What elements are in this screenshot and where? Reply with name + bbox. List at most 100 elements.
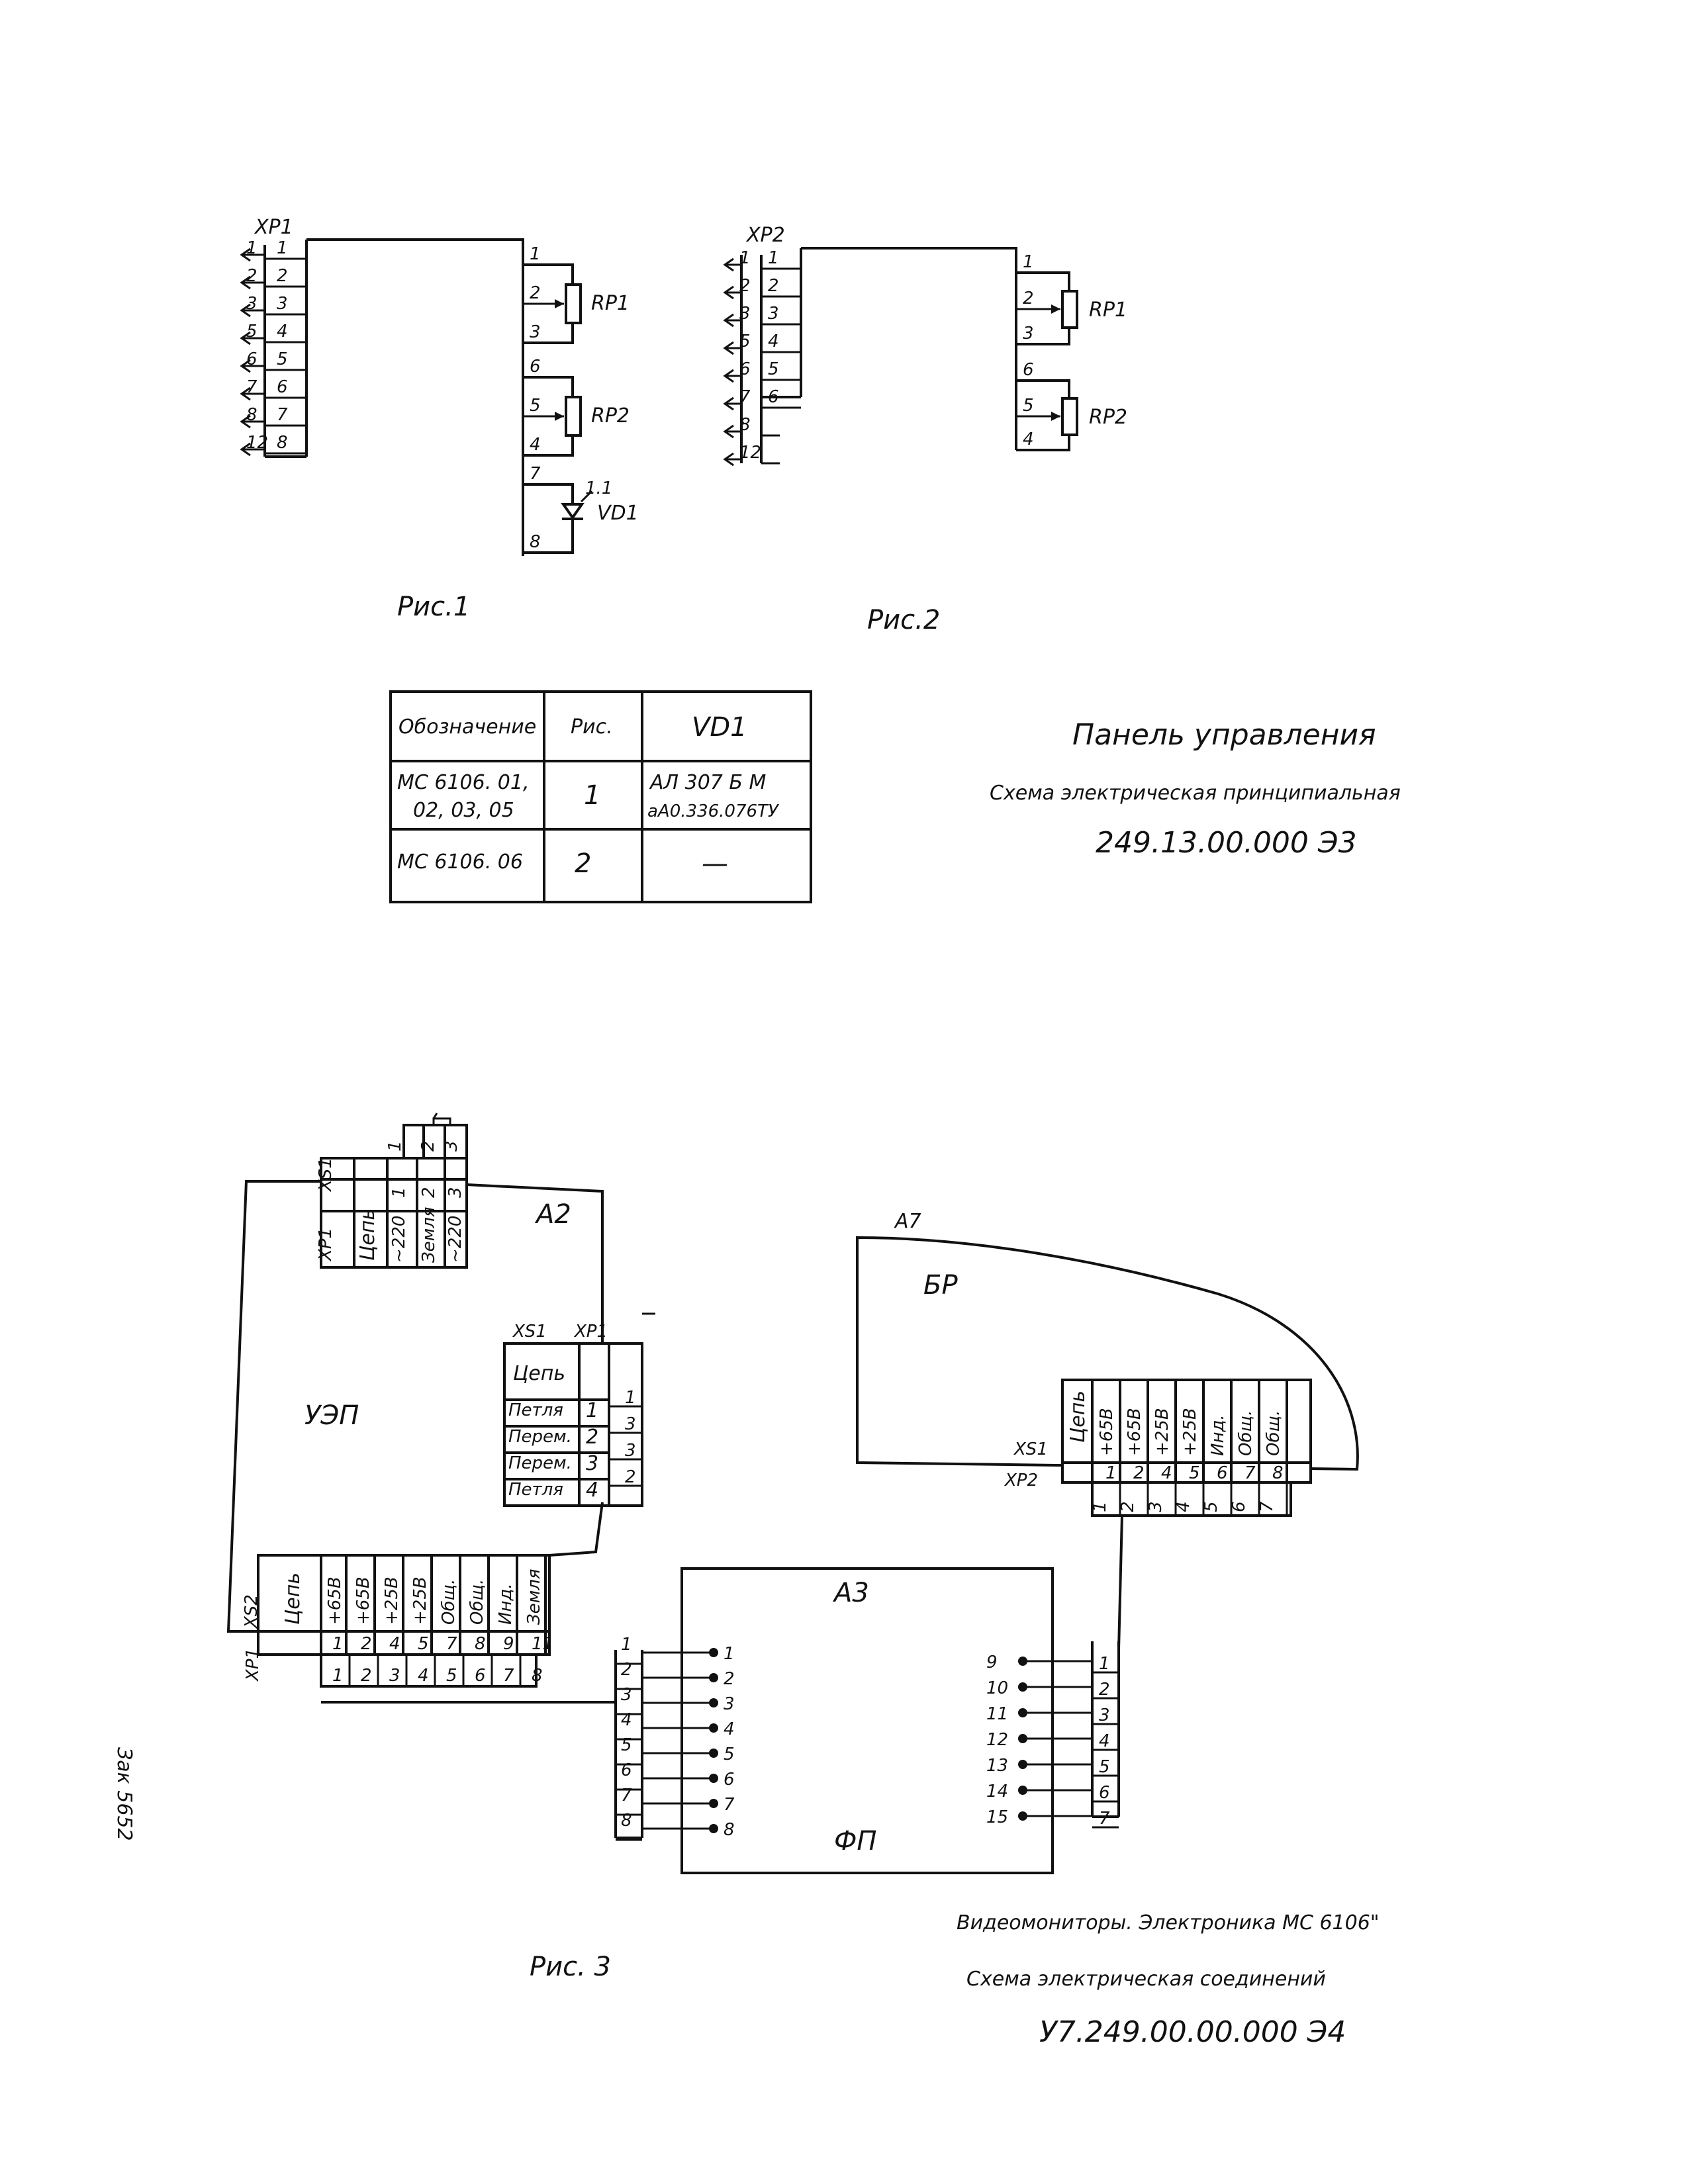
fig2-connector-label: XP2: [745, 224, 785, 247]
xs1-right-ext-pin: 2: [625, 1467, 636, 1487]
br-label: БР: [923, 1270, 958, 1300]
fig2-right-pin: 6: [1023, 360, 1034, 380]
xs2-signal: Общ.: [467, 1579, 487, 1625]
xs1-right-signal: Перем.: [508, 1427, 572, 1447]
table-header-vd1: VD1: [692, 712, 747, 743]
table-cell: 1: [584, 780, 600, 811]
fig1-rp1-label: RP1: [591, 292, 630, 315]
a3-input-dot: [709, 1749, 718, 1758]
order-number-note: Зак 5652: [113, 1747, 136, 1841]
table-cell: МС 6106. 01,: [397, 771, 530, 794]
a3-left-input: 4: [724, 1719, 735, 1739]
br-ext-pin: 7: [1257, 1501, 1277, 1512]
title1-code: 249.13.00.000 Э3: [1096, 826, 1357, 860]
xs1-right-ext-pin: 3: [625, 1441, 636, 1461]
a3-right-input: 11: [986, 1704, 1008, 1724]
fig1-right-pin: 7: [530, 464, 541, 484]
xs2-pin: 11: [532, 1634, 553, 1654]
fig1-right-pin: 6: [530, 357, 541, 377]
xs2-header: Цепь: [281, 1572, 305, 1625]
a3-right-ext-pin: 6: [1099, 1783, 1110, 1803]
xs2-label: XS2: [242, 1594, 261, 1629]
br-pin: 1: [1105, 1463, 1117, 1483]
xs2-ext-pin: 2: [361, 1666, 372, 1686]
xs1-right-signal: Перем.: [508, 1453, 572, 1473]
br-ext-pin: 2: [1118, 1501, 1138, 1512]
fig1-wire-label: 8: [246, 405, 258, 425]
title2-code: У7.249.00.00.000 Э4: [1039, 2015, 1346, 2049]
fig1-left-pin: 2: [277, 266, 288, 286]
fig1-wire-label: 1: [246, 238, 258, 258]
br-signal: +25В: [1152, 1408, 1172, 1456]
a3-input-dot: [709, 1799, 718, 1808]
a3-left-ext-pin: 6: [621, 1760, 632, 1780]
br-ext-pin: 3: [1146, 1501, 1166, 1512]
xs1-right-ext-pin: 3: [625, 1414, 636, 1434]
br-signal: +25В: [1180, 1408, 1200, 1456]
title-block-2: Видеомониторы. Электроника МС 6106" Схем…: [957, 1911, 1380, 2049]
fig1-right-pin: 2: [530, 283, 541, 303]
a3-left-ext-pin: 8: [621, 1811, 632, 1831]
a3-left-ext-pin: 7: [621, 1786, 632, 1805]
br-pin: 7: [1244, 1463, 1256, 1483]
xs1-right-signal: Петля: [508, 1480, 563, 1500]
fig1-left-pin: 3: [277, 294, 288, 314]
fig1-wire-label: 6: [246, 349, 258, 369]
fig2-left-pin: 6: [768, 387, 779, 407]
fig3-caption: Рис. 3: [530, 1952, 611, 1982]
br-ext-pin: 4: [1174, 1501, 1194, 1512]
xs1-right-pin: 1: [586, 1399, 598, 1422]
xs2-ext-pin: 6: [475, 1666, 486, 1686]
fig2-rp1-label: RP1: [1089, 298, 1127, 322]
fig2-caption: Рис.2: [867, 605, 940, 635]
fig1-vd1-label: VD1: [597, 502, 639, 525]
xs2-ext-pin: 3: [389, 1666, 400, 1686]
fig1-wire-label: 12: [246, 433, 268, 453]
fig2-left-pin: 4: [768, 332, 779, 351]
a3-right-input: 14: [986, 1782, 1008, 1801]
a3-left-input: 7: [724, 1795, 735, 1815]
a3-left-input: 3: [724, 1694, 735, 1714]
br-signal: +65В: [1097, 1408, 1117, 1456]
fig1-left-pin: 7: [277, 405, 288, 425]
a3-right-ext-pin: 2: [1099, 1680, 1110, 1700]
fig2-wire-label: 1: [739, 248, 751, 268]
br-signal: +65В: [1125, 1408, 1145, 1456]
br-ext-pin: 6: [1229, 1501, 1249, 1512]
xs2-signal: Общ.: [439, 1579, 459, 1625]
xs1-top-header: Цепь: [356, 1208, 379, 1261]
fig1-right-pin: 8: [530, 532, 541, 552]
uep-label: УЭП: [305, 1400, 359, 1431]
table-cell: МС 6106. 06: [397, 850, 523, 874]
xp1-top-label: XP1: [316, 1228, 336, 1262]
a3-input-dot: [709, 1648, 718, 1657]
br-ext-pin: 1: [1090, 1501, 1110, 1512]
xs2-signal: +25В: [410, 1576, 430, 1625]
xs2-signal: +65В: [353, 1576, 373, 1625]
xs2-ext-pin: 8: [532, 1666, 543, 1686]
fig2-wire-label: 7: [739, 387, 751, 407]
a3-right-input: 12: [986, 1730, 1008, 1750]
fig2-rp2-label: RP2: [1089, 406, 1127, 429]
xs2-ext-pin: 1: [332, 1666, 344, 1686]
fig1-connector-label: XP1: [254, 216, 293, 239]
xs2-connector: XS2XP1Цепь+65В11+65В22+25В43+25В54Общ.75…: [242, 1554, 553, 1688]
xs2-signal: Инд.: [496, 1583, 516, 1625]
xs1-top-signal: ~220: [389, 1216, 409, 1263]
fig2-wire-label: 2: [739, 276, 751, 296]
xs1-right-header: Цепь: [513, 1362, 565, 1385]
fig1-left-pin: 4: [277, 322, 288, 341]
br-unit: А7 БР XS1XP2Цепь+65В11+65В22+25В43+25В54…: [856, 1210, 1359, 1517]
fig2-wire-label: 8: [739, 415, 751, 435]
fig1-left-pin: 8: [277, 433, 288, 453]
a3-left-ext-pin: 2: [621, 1660, 632, 1680]
xs1-right-pin: 3: [586, 1452, 598, 1475]
a3-right-input: 15: [986, 1807, 1008, 1827]
table-cell: 02, 03, 05: [413, 799, 514, 822]
a3-right-input: 10: [986, 1678, 1008, 1698]
a3-label: А3: [832, 1578, 869, 1608]
fig1-caption: Рис.1: [397, 592, 470, 622]
